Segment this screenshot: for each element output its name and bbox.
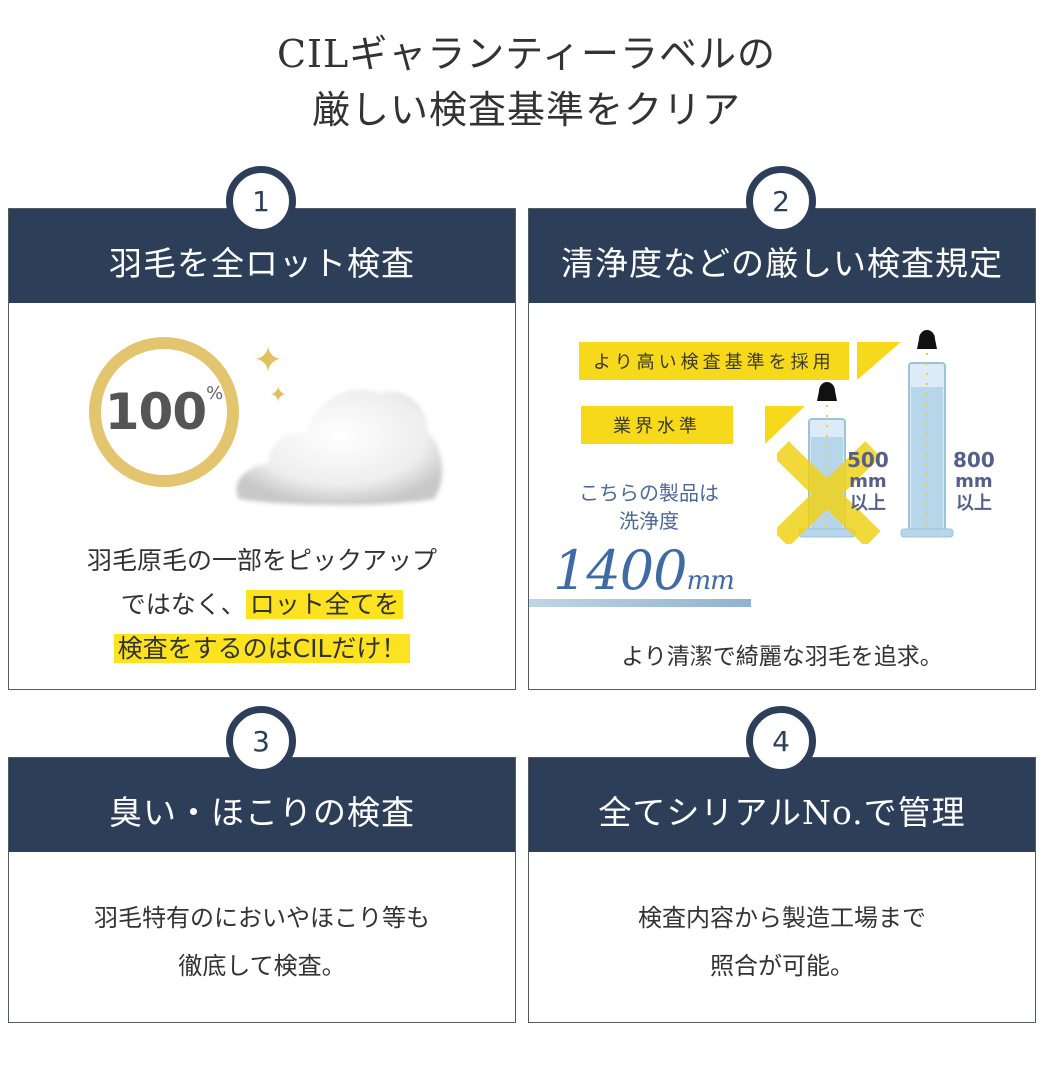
card-title: 清浄度などの厳しい検査規定: [561, 244, 1003, 283]
spec-value: 800: [953, 448, 995, 472]
percent-unit: %: [206, 383, 224, 404]
page-title-line-1: CILギャランティーラベルの: [276, 32, 777, 76]
feature-card-2: 清浄度などの厳しい検査規定 より高い検査基準を採用 業界水準 500 mm 以上…: [528, 208, 1036, 690]
percent-value: 100: [104, 383, 207, 441]
spec-suffix: 以上: [955, 493, 992, 514]
value-unit: mm: [686, 566, 734, 596]
spec-suffix: 以上: [849, 493, 886, 514]
product-label-line-2: 洗浄度: [619, 509, 679, 533]
product-cleanliness-value: 1400mm: [553, 539, 735, 602]
card-title: 全てシリアルNo.で管理: [598, 793, 966, 832]
spec-unit: mm: [849, 471, 887, 492]
spec-value: 500: [847, 448, 889, 472]
card-description: 羽毛特有のにおいやほこり等も 徹底して検査。: [9, 894, 515, 990]
description-line-2: 徹底して検査。: [178, 952, 346, 980]
down-feather-image: [236, 389, 443, 505]
cylinder-500-icon: [777, 382, 881, 544]
page-title-line-2: 厳しい検査基準をクリア: [311, 88, 741, 132]
industry-spec-label: 500 mm 以上: [847, 449, 889, 515]
product-label: こちらの製品は 洗浄度: [549, 479, 749, 535]
sparkle-icon-small: ✦: [269, 383, 288, 408]
description-line-1: 検査内容から製造工場まで: [638, 904, 926, 932]
higher-standard-tag: より高い検査基準を採用: [579, 342, 849, 380]
number-badge-1: 1: [226, 166, 296, 236]
value-underline: [529, 599, 751, 607]
cylinder-800-icon: [900, 330, 954, 538]
card-title: 羽毛を全ロット検査: [109, 244, 415, 283]
badge-number: 4: [772, 724, 790, 758]
higher-spec-label: 800 mm 以上: [953, 449, 995, 515]
description-highlight: ロット全てを: [245, 590, 404, 619]
tag-label: より高い検査基準を採用: [593, 352, 835, 373]
value-number: 1400: [553, 539, 687, 602]
description-line-1: 羽毛特有のにおいやほこり等も: [94, 904, 430, 932]
feature-card-4: 全てシリアルNo.で管理 検査内容から製造工場まで 照合が可能。: [528, 757, 1036, 1023]
industry-standard-tag: 業界水準: [581, 406, 733, 444]
feature-card-1: 羽毛を全ロット検査 100 % ✦ ✦ 羽毛原毛の一部をピックアップ ではなく、…: [8, 208, 516, 690]
card-description: 検査内容から製造工場まで 照合が可能。: [529, 894, 1035, 990]
description-highlight: 検査をするのはCILだけ！: [113, 634, 411, 663]
sparkle-icon: ✦: [253, 340, 284, 381]
percent-ring: 100 %: [89, 337, 239, 487]
badge-number: 2: [772, 184, 790, 218]
card-description: より清潔で綺麗な羽毛を追求。: [621, 644, 943, 670]
feature-card-3: 臭い・ほこりの検査 羽毛特有のにおいやほこり等も 徹底して検査。: [8, 757, 516, 1023]
badge-number: 1: [252, 184, 270, 218]
number-badge-2: 2: [746, 166, 816, 236]
tag-label: 業界水準: [613, 416, 701, 437]
description-plain: ではなく、: [120, 590, 246, 619]
page-title: CILギャランティーラベルの 厳しい検査基準をクリア: [0, 26, 1053, 138]
tag-pointer: [765, 406, 805, 444]
card-title: 臭い・ほこりの検査: [109, 793, 415, 832]
number-badge-3: 3: [226, 706, 296, 776]
product-label-line-1: こちらの製品は: [579, 481, 719, 505]
tag-pointer: [857, 342, 901, 380]
badge-number: 3: [252, 724, 270, 758]
spec-unit: mm: [955, 471, 993, 492]
description-line-2: 照合が可能。: [710, 952, 854, 980]
description-line-2: ではなく、ロット全てを: [9, 583, 515, 627]
description-line-1: 羽毛原毛の一部をピックアップ: [86, 546, 437, 575]
description-line-3: 検査をするのはCILだけ！: [9, 627, 515, 671]
card-description: 羽毛原毛の一部をピックアップ ではなく、ロット全てを 検査をするのはCILだけ！: [9, 539, 515, 671]
number-badge-4: 4: [746, 706, 816, 776]
